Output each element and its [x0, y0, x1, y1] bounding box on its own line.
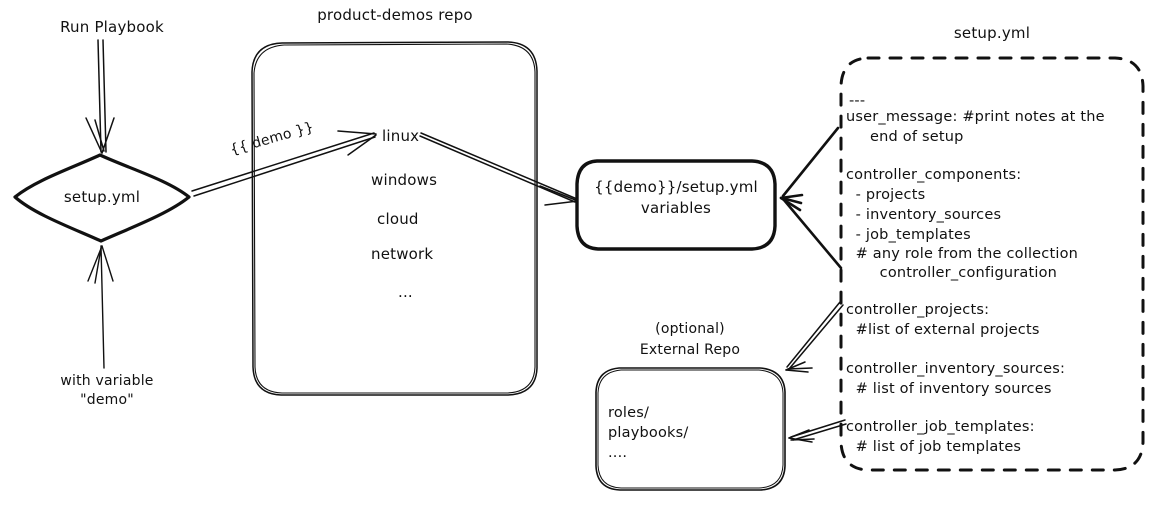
vars-box-label-line2: variables: [640, 199, 712, 217]
repo-item-windows[interactable]: windows: [371, 171, 438, 189]
setup-yml-line-controller-job-templates: controller_job_templates:: [846, 419, 1035, 435]
product-demos-repo-title: product-demos repo: [317, 6, 473, 24]
repo-item-ellipsis: ...: [398, 283, 413, 301]
setup-yml-line-job-templates: - job_templates: [846, 227, 971, 243]
setup-yml-line-controller-projects-comment: #list of external projects: [846, 322, 1040, 338]
vars-box-label-line1: {{demo}}/setup.yml: [594, 178, 758, 196]
setup-yml-line-controller-inventory-sources: controller_inventory_sources:: [846, 361, 1066, 377]
setup-yml-line-inventory-sources: - inventory_sources: [846, 207, 1002, 223]
external-repo-title-line1: (optional): [655, 321, 725, 337]
setup-yml-line-controller-job-templates-comment: # list of job templates: [846, 439, 1022, 455]
setup-yml-line-user-message-cont: end of setup: [846, 129, 964, 145]
external-repo-item-roles: roles/: [608, 405, 650, 421]
setup-yml-diamond-label: setup.yml: [63, 188, 141, 206]
arrow-controller-projects-to-external-repo: [785, 301, 844, 373]
setup-yml-line-projects: - projects: [846, 187, 926, 203]
repo-item-cloud[interactable]: cloud: [377, 210, 419, 228]
with-variable-label-line1: with variable: [60, 373, 154, 389]
demo-variable-edge-label: {{ demo }}: [228, 119, 316, 159]
arrow-run-playbook-to-setup: [85, 39, 115, 154]
repo-item-linux[interactable]: linux: [382, 127, 420, 145]
setup-yml-line-doc-start: ---: [849, 93, 866, 109]
setup-yml-line-any-role-comment: # any role from the collection: [846, 246, 1079, 262]
with-variable-label-line2: "demo": [80, 392, 134, 408]
run-playbook-label: Run Playbook: [60, 18, 164, 36]
setup-yml-line-controller-projects: controller_projects:: [846, 302, 990, 318]
arrow-linux-to-vars-box: [419, 132, 579, 206]
external-repo-item-playbooks: playbooks/: [608, 425, 689, 441]
repo-item-network[interactable]: network: [371, 245, 434, 263]
external-repo-title-line2: External Repo: [639, 342, 741, 358]
setup-yml-line-user-message: user_message: #print notes at the: [846, 109, 1105, 125]
arrow-setupyml-to-vars-top: [779, 126, 840, 212]
arrow-setupyml-to-vars-bottom: [780, 196, 843, 270]
arrow-with-variable-to-setup: [87, 245, 114, 369]
setup-yml-line-controller-inventory-sources-comment: # list of inventory sources: [846, 381, 1052, 397]
arrow-controller-job-templates-to-external-repo: [788, 419, 847, 443]
setup-yml-line-controller-configuration: controller_configuration: [846, 265, 1058, 281]
setup-yml-file-title: setup.yml: [953, 24, 1031, 42]
external-repo-item-ellipsis: ....: [608, 445, 628, 461]
setup-yml-line-controller-components: controller_components:: [846, 167, 1022, 183]
